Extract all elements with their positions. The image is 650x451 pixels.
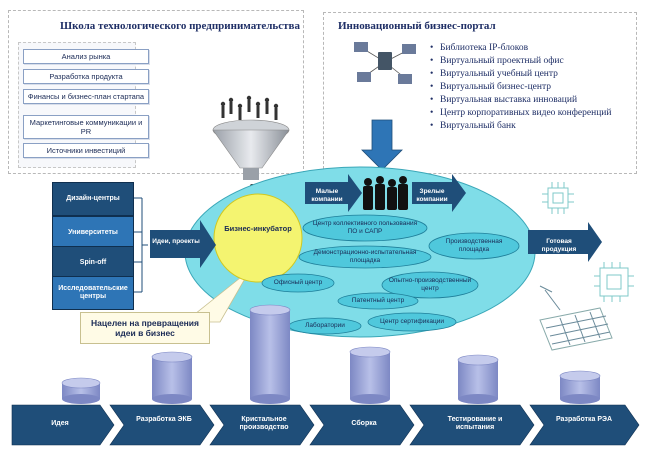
center-label: Центр сертификации bbox=[380, 318, 444, 325]
center-oval bbox=[298, 245, 432, 269]
source-item: Исследовательские центры bbox=[52, 276, 134, 310]
portal-service: Виртуальный учебный центр bbox=[430, 68, 611, 81]
pipeline-step bbox=[309, 404, 415, 446]
cylinder bbox=[559, 370, 601, 404]
finished-products-arrow bbox=[528, 222, 602, 262]
pipeline-cylinders bbox=[61, 304, 601, 404]
small-companies-arrow bbox=[305, 174, 362, 212]
center-label: Патентный центр bbox=[351, 297, 405, 304]
incubator-label: Бизнес-инкубатор bbox=[224, 224, 292, 233]
source-item: Дизайн-центры bbox=[52, 182, 134, 216]
source-item: Университеты bbox=[52, 216, 134, 250]
portal-services-list: Библиотека IP-блоков Виртуальный проектн… bbox=[430, 42, 611, 133]
pipeline-step-label: Идея bbox=[51, 420, 69, 427]
portal-service: Виртуальный банк bbox=[430, 120, 611, 133]
pipeline-step bbox=[209, 404, 315, 446]
school-topic: Источники инвестиций bbox=[23, 143, 149, 158]
pipeline-chevrons bbox=[11, 404, 640, 446]
circuit-board-icon bbox=[594, 262, 634, 302]
mature-companies-arrow bbox=[412, 174, 466, 212]
incubator-note: Нацелен на превращения идеи в бизнес bbox=[80, 312, 210, 344]
school-topics-list: Анализ рынка Разработка продукта Финансы… bbox=[18, 42, 149, 168]
pipeline-step bbox=[109, 404, 215, 446]
portal-service: Библиотека IP-блоков bbox=[430, 42, 611, 55]
cylinder bbox=[249, 304, 291, 404]
center-label: Центр коллективного пользования ПО и САП… bbox=[312, 220, 418, 235]
pipeline-step-label: Кристальное производство bbox=[239, 416, 289, 431]
portal-service: Виртуальная выставка инноваций bbox=[430, 94, 611, 107]
network-icon bbox=[354, 42, 416, 84]
pipeline-step-label: Разработка ЭКБ bbox=[136, 416, 192, 423]
business-people-icon bbox=[363, 176, 408, 210]
portal-service: Центр корпоративных видео конференций bbox=[430, 107, 611, 120]
portal-service: Виртуальный проектный офис bbox=[430, 55, 611, 68]
school-topic: Разработка продукта bbox=[23, 69, 149, 84]
center-label: Производственная площадка bbox=[445, 238, 503, 253]
school-topic: Анализ рынка bbox=[23, 49, 149, 64]
center-label: Демонстрационно-испытательная площадка bbox=[313, 249, 417, 264]
stack-connector bbox=[134, 197, 148, 293]
chip-icon bbox=[542, 182, 574, 214]
center-oval bbox=[337, 292, 419, 310]
school-topic: Финансы и бизнес-план стартапа bbox=[23, 89, 149, 104]
cylinder bbox=[61, 377, 101, 404]
school-title: Школа технологического предпринимательст… bbox=[60, 20, 300, 32]
pipeline-step-label: Сборка bbox=[351, 420, 377, 427]
center-label: Опытно-производственный центр bbox=[388, 277, 472, 292]
finished-products-label: Готовая продукция bbox=[541, 238, 577, 253]
center-label: Лаборатории bbox=[305, 322, 345, 329]
source-item: Spin-off bbox=[52, 246, 134, 280]
pipeline-step-label: Разработка РЭА bbox=[555, 416, 613, 423]
center-oval bbox=[302, 214, 428, 242]
mature-companies-label: Зрелые компании bbox=[416, 188, 448, 203]
cylinder bbox=[349, 346, 391, 404]
ideas-arrow bbox=[150, 220, 216, 268]
ideas-arrow-label: Идеи, проекты bbox=[152, 238, 200, 245]
center-oval bbox=[261, 273, 335, 293]
portal-down-arrow bbox=[361, 119, 403, 171]
pipeline-step bbox=[409, 404, 535, 446]
wafer-probe-icon bbox=[539, 285, 613, 351]
school-topic: Маркетинговые коммуникации и PR bbox=[23, 115, 149, 139]
portal-title: Инновационный бизнес-портал bbox=[338, 20, 496, 32]
center-oval bbox=[367, 312, 457, 332]
portal-service: Виртуальный бизнес-центр bbox=[430, 81, 611, 94]
pipeline-step bbox=[11, 404, 115, 446]
small-companies-label: Малые компании bbox=[311, 188, 343, 203]
center-label: Офисный центр bbox=[273, 279, 323, 286]
pipeline-step-label: Тестирование и испытания bbox=[447, 416, 503, 431]
cylinder bbox=[457, 354, 499, 404]
center-oval bbox=[428, 232, 520, 260]
incubator-circle bbox=[213, 193, 303, 283]
cylinder bbox=[151, 351, 193, 404]
center-oval bbox=[381, 271, 479, 299]
pipeline-step bbox=[529, 404, 640, 446]
